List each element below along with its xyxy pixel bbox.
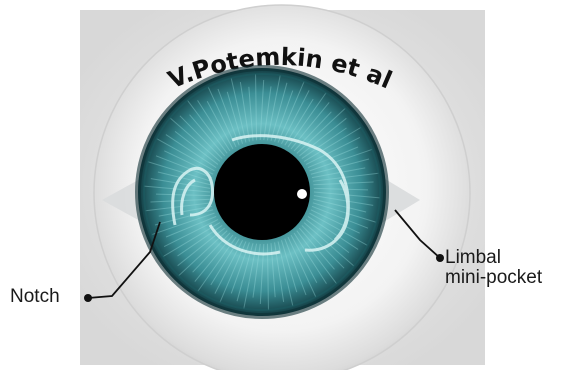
limbal-label-line1: Limbal [445,248,542,268]
limbal-label-line2: mini-pocket [445,268,542,288]
notch-label: Notch [10,287,60,307]
limbal-mini-pocket-label: Limbal mini-pocket [445,248,542,288]
pupil-highlight [297,189,307,199]
pupil [214,144,310,240]
